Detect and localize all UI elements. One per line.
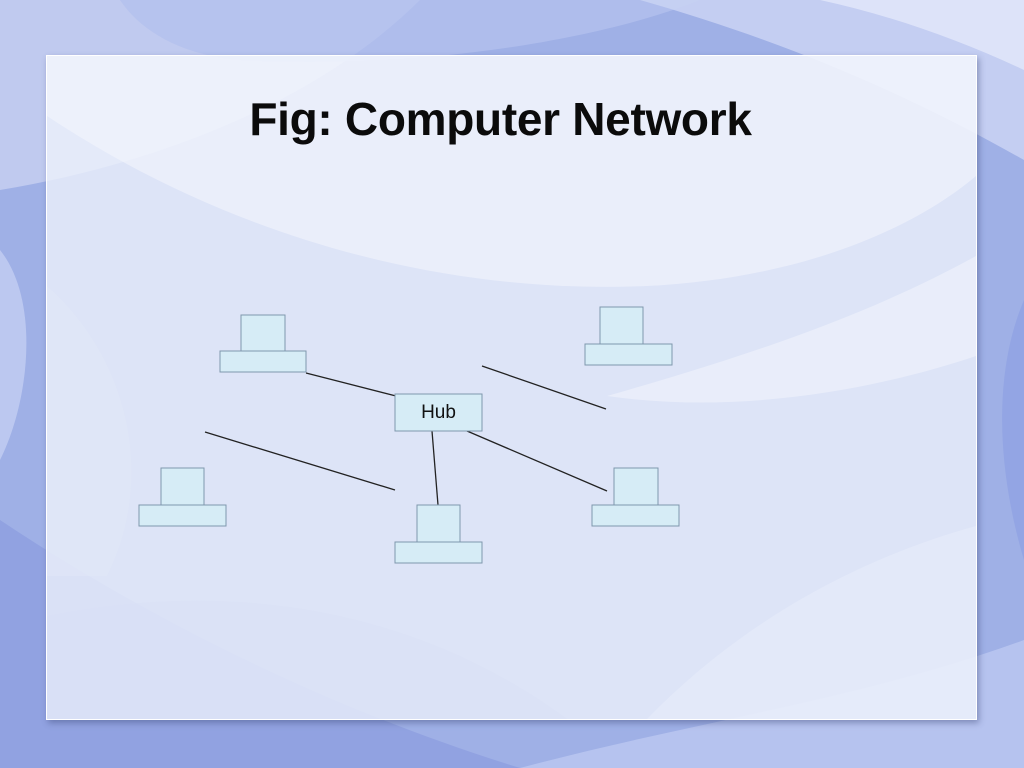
- link-hub-to-top-left-computer: [305, 372, 401, 398]
- panel-swirl-decoration: [47, 56, 976, 719]
- computer-top-left: [219, 314, 307, 373]
- monitor-icon: [613, 467, 659, 506]
- base-unit: [584, 343, 673, 366]
- base-unit: [219, 350, 307, 373]
- monitor-icon: [416, 504, 461, 543]
- base-unit: [591, 504, 680, 527]
- monitor-icon: [160, 467, 205, 506]
- slide-title: Fig: Computer Network: [249, 93, 752, 145]
- base-unit: [394, 541, 483, 564]
- computer-bottom-right: [591, 467, 680, 527]
- monitor-icon: [240, 314, 286, 352]
- computer-top-right: [584, 306, 673, 366]
- monitor-icon: [599, 306, 644, 345]
- link-hub-to-right-computer: [466, 430, 608, 492]
- computer-bottom-left: [138, 467, 227, 527]
- link-segment-left: [204, 431, 396, 491]
- computer-bottom-center: [394, 504, 483, 564]
- link-segment-upper-right: [481, 365, 607, 410]
- slide-panel: Fig: Computer Network: [46, 55, 977, 720]
- link-hub-to-center-computer: [431, 430, 439, 506]
- hub-box: [394, 393, 483, 432]
- base-unit: [138, 504, 227, 527]
- hub-label: Hub: [421, 402, 456, 423]
